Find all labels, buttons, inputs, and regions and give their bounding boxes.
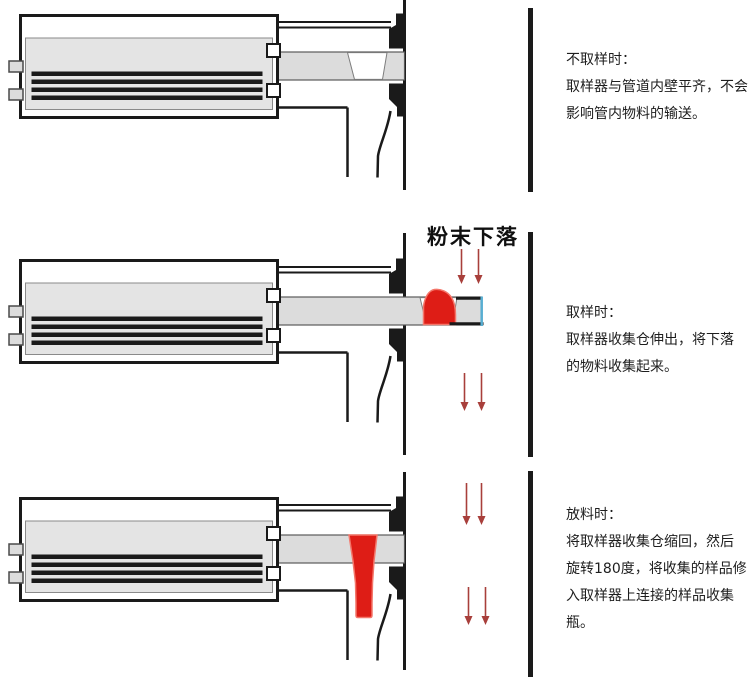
falling-arrow [481,587,490,625]
mounting-flange-lower [389,83,406,117]
discharge-channel [346,107,392,178]
falling-arrow [457,249,466,284]
shaft-bushing [266,328,281,343]
caption-line: 的物料收集起来。 [566,359,678,375]
mounting-flange-upper [389,258,406,294]
sampler-actuator [8,259,281,364]
caption-line: 入取样器上连接的样品收集 [566,588,734,604]
caption-sampling: 取样时： 取样器收集仓伸出，将下落 的物料收集起来。 [566,300,754,381]
caption-line: 将取样器收集仓缩回，然后 [566,534,734,550]
caption-title: 不取样时： [566,52,636,68]
caption-title: 放料时： [566,507,622,523]
powder-mound [422,288,457,326]
caption-line: 影响管内物料的输送。 [566,106,706,122]
caption-line: 瓶。 [566,615,594,631]
caption-line: 取样器收集仓伸出，将下落 [566,332,734,348]
caption-discharging: 放料时： 将取样器收集仓缩回，然后 旋转180度，将收集的样品修 入取样器上连接… [566,502,754,637]
mounting-flange-upper [389,13,406,49]
connector-stub [8,305,24,318]
caption-not-sampling: 不取样时： 取样器与管道内壁平齐，不会 影响管内物料的输送。 [566,47,754,128]
connector-stub [8,60,24,73]
caption-line: 取样器与管道内壁平齐，不会 [566,79,748,95]
caption-line: 旋转180度，将收集的样品修 [566,561,747,577]
shaft-bushing [266,566,281,581]
collection-chamber-empty [346,52,388,80]
shaft-bushing [266,526,281,541]
falling-arrow [464,587,473,625]
falling-arrow [477,373,486,411]
connector-stub [8,571,24,584]
falling-arrow [460,373,469,411]
sampler-shaft [276,534,406,564]
guide-rail-top [279,21,391,29]
mounting-flange-lower [389,328,406,362]
falling-arrow [474,249,483,284]
guide-rail-top [279,504,391,512]
falling-arrow [462,483,471,525]
discharge-channel [346,590,392,661]
caption-title: 取样时： [566,305,622,321]
connector-stub [8,88,24,101]
powder-stream [348,534,378,619]
mounting-flange-upper [389,496,406,532]
panel-not-sampling-diagram [8,0,533,192]
shaft-bushing [266,288,281,303]
guide-rail-top [279,266,391,274]
panel-discharging-diagram [8,471,533,677]
connector-stub [8,543,24,556]
powder-falling-label: 粉末下落 [427,224,519,249]
sampler-actuator [8,497,281,602]
mounting-flange-lower [389,566,406,600]
connector-stub [8,333,24,346]
shaft-bushing [266,43,281,58]
sampler-actuator [8,14,281,119]
discharge-channel [346,352,392,423]
panel-sampling-diagram [8,232,533,457]
falling-arrow [477,483,486,525]
shaft-bushing [266,83,281,98]
